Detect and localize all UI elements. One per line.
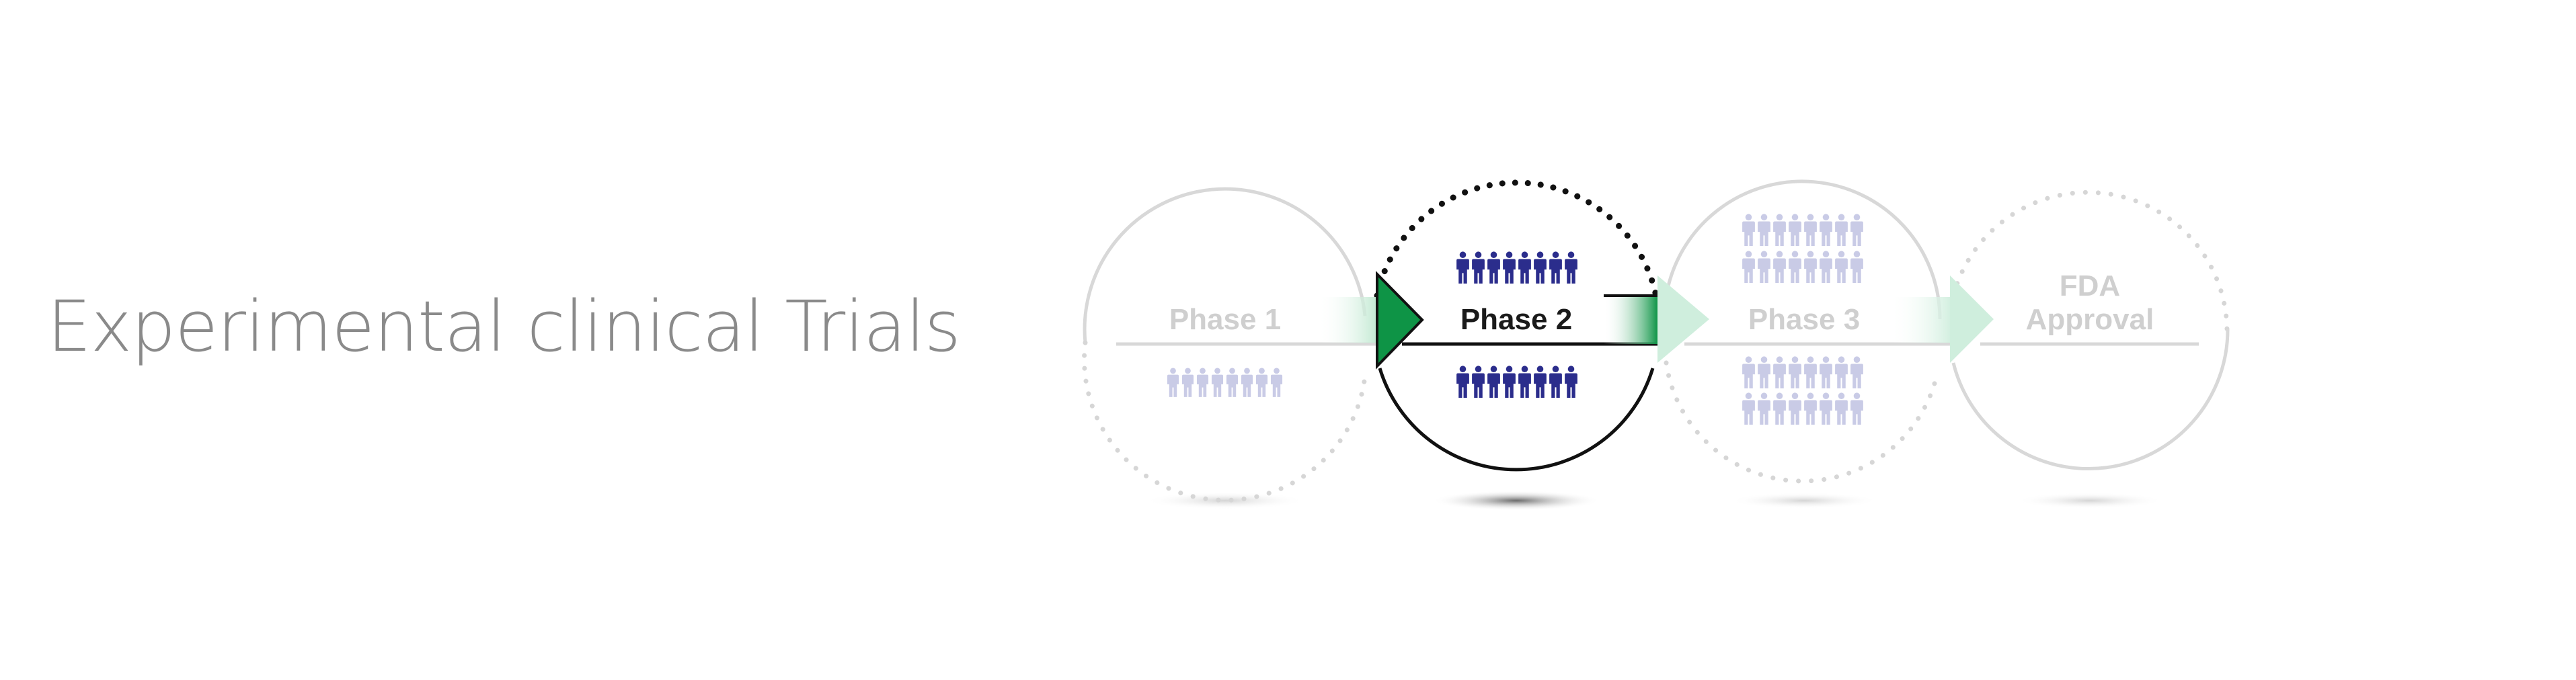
person-icon [1804, 251, 1817, 283]
phase3-label: Phase 3 [1748, 303, 1860, 336]
arrow-right-icon [1604, 275, 1709, 363]
person-icon [1518, 366, 1531, 398]
phase2-circle-top [1374, 179, 1661, 307]
person-icon [1850, 214, 1863, 246]
person-icon [1850, 356, 1863, 388]
phase3-circle-bottom [1664, 360, 1939, 484]
arrow-right-icon [1318, 271, 1424, 370]
arrow-phase2-to-phase3-tail [1604, 296, 1657, 344]
phase1-shadow [1144, 492, 1306, 509]
phase2-shadow [1432, 491, 1600, 511]
person-icon [1549, 251, 1562, 284]
phase2-circle-bottom [1378, 368, 1655, 472]
person-icon [1472, 366, 1485, 398]
person-icon [1226, 368, 1239, 397]
person-icon [1773, 356, 1786, 388]
person-icon [1789, 214, 1801, 246]
fda-stage: FDA Approval [1951, 189, 2230, 470]
person-icon [1167, 368, 1179, 397]
person-icon [1487, 251, 1500, 284]
arrow-phase1-to-phase2-head [1376, 271, 1424, 370]
person-icon [1503, 251, 1516, 284]
fda-label-line2: Approval [2026, 303, 2154, 336]
person-icon [1773, 392, 1786, 425]
fda-label-line1: FDA [2060, 269, 2120, 302]
person-icon [1820, 251, 1832, 283]
arrow-phase3-to-fda-head [1950, 275, 1994, 363]
person-icon [1742, 356, 1755, 388]
arrow-phase3-to-fda-tail [1889, 297, 1953, 343]
phase1-participants [1167, 368, 1283, 397]
person-icon [1835, 214, 1848, 246]
phase1-stage: Phase 1 [1082, 187, 1382, 503]
person-icon [1835, 356, 1848, 388]
person-icon [1211, 368, 1224, 397]
person-icon [1820, 214, 1832, 246]
person-icon [1241, 368, 1253, 397]
person-icon [1565, 366, 1577, 398]
person-icon [1850, 392, 1863, 425]
arrow-phase2-to-phase3-head [1657, 275, 1709, 363]
person-icon [1196, 368, 1209, 397]
person-icon [1804, 356, 1817, 388]
phase2-participants-top [1456, 251, 1577, 284]
person-icon [1503, 366, 1516, 398]
phase3-stage: Phase 3 [1664, 179, 1953, 484]
person-icon [1773, 251, 1786, 283]
person-icon [1472, 251, 1485, 284]
arrow-right-icon [1889, 275, 1994, 363]
person-icon [1270, 368, 1283, 397]
person-icon [1820, 392, 1832, 425]
person-icon [1181, 368, 1194, 397]
person-icon [1758, 392, 1770, 425]
fda-circle-bottom [1951, 329, 2230, 470]
phase1-label: Phase 1 [1169, 303, 1281, 336]
phase2-participants-bottom [1456, 366, 1577, 398]
phase2-stage: Phase 2 [1374, 179, 1661, 472]
person-icon [1804, 214, 1817, 246]
person-icon [1789, 251, 1801, 283]
person-icon [1565, 251, 1577, 284]
person-icon [1456, 366, 1469, 398]
person-icon [1456, 251, 1469, 284]
person-icon [1758, 214, 1770, 246]
person-icon [1804, 392, 1817, 425]
person-icon [1773, 214, 1786, 246]
person-icon [1534, 251, 1547, 284]
page-title: Experimental clinical Trials [47, 286, 961, 368]
phase1-circle-bottom [1082, 340, 1368, 503]
person-icon [1487, 366, 1500, 398]
person-icon [1758, 356, 1770, 388]
phase3-shadow [1730, 493, 1878, 509]
fda-shadow [2016, 493, 2164, 509]
person-icon [1549, 366, 1562, 398]
phase3-circle-top [1664, 179, 1942, 320]
person-icon [1534, 366, 1547, 398]
person-icon [1255, 368, 1268, 397]
person-icon [1742, 214, 1755, 246]
person-icon [1820, 356, 1832, 388]
person-icon [1742, 392, 1755, 425]
person-icon [1789, 392, 1801, 425]
person-icon [1835, 392, 1848, 425]
person-icon [1835, 251, 1848, 283]
person-icon [1518, 251, 1531, 284]
person-icon [1758, 251, 1770, 283]
person-icon [1789, 356, 1801, 388]
person-icon [1742, 251, 1755, 283]
arrow-phase1-to-phase2-tail [1318, 297, 1378, 343]
phase1-circle-top [1083, 187, 1367, 343]
person-icon [1850, 251, 1863, 283]
phase2-label: Phase 2 [1460, 303, 1572, 336]
